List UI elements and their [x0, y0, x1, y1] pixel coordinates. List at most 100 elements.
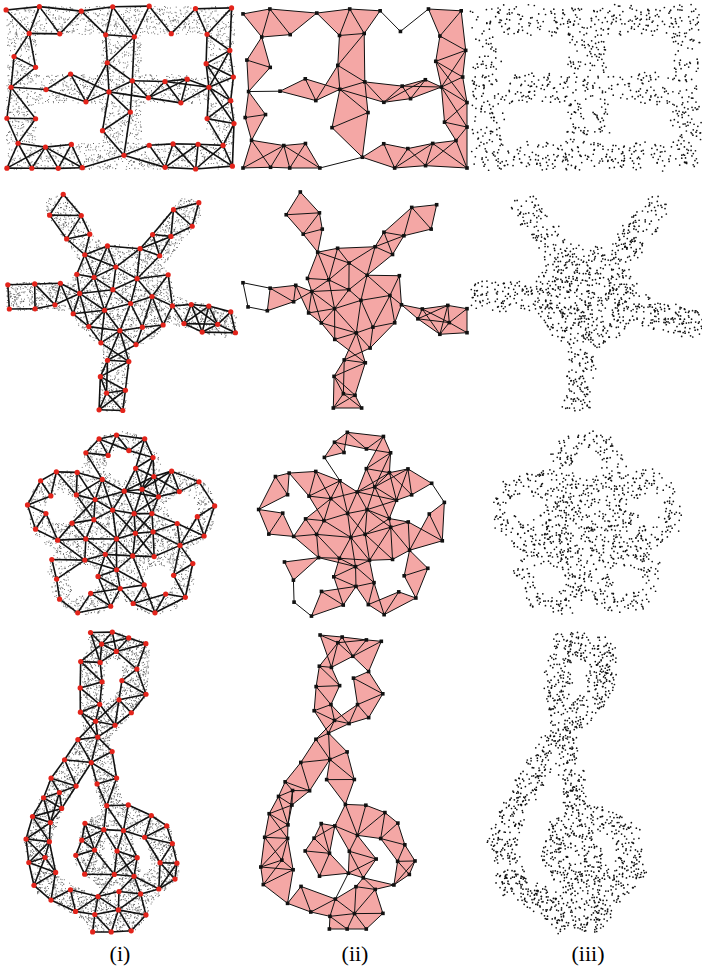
- sample-point: [124, 124, 125, 125]
- sample-point: [164, 9, 165, 10]
- sample-point: [128, 53, 129, 54]
- sample-point: [211, 13, 212, 14]
- sample-point: [9, 69, 10, 70]
- sample-point: [82, 18, 83, 19]
- sample-point: [218, 123, 219, 124]
- sample-point: [107, 141, 108, 142]
- sample-point: [24, 73, 25, 74]
- sample-point: [30, 73, 31, 74]
- sample-point: [112, 167, 113, 168]
- point-cloud-graph: [3, 4, 236, 172]
- sample-point: [146, 158, 147, 159]
- sample-point: [105, 167, 106, 168]
- sample-point: [106, 23, 107, 24]
- sample-point: [66, 31, 67, 32]
- sample-point: [124, 76, 125, 77]
- sample-point: [108, 38, 109, 39]
- sample-point: [118, 114, 119, 115]
- sample-point: [91, 159, 92, 160]
- sample-point: [211, 147, 212, 148]
- sample-point: [222, 103, 223, 104]
- sample-point: [20, 65, 21, 66]
- sample-point: [118, 98, 119, 99]
- sample-point: [17, 133, 18, 134]
- sample-point: [165, 7, 166, 8]
- sample-point: [88, 80, 89, 81]
- sample-point: [103, 79, 104, 80]
- sample-point: [135, 124, 136, 125]
- sample-point: [14, 115, 15, 116]
- sample-point: [213, 139, 214, 140]
- sample-point: [26, 111, 27, 112]
- sample-point: [231, 132, 232, 133]
- sample-point: [108, 36, 109, 37]
- sample-point: [30, 150, 31, 151]
- sample-point: [112, 80, 113, 81]
- sample-point: [229, 120, 230, 121]
- sample-point: [114, 137, 115, 138]
- sample-point: [12, 93, 13, 94]
- sample-point: [40, 29, 41, 30]
- sample-point: [233, 34, 234, 35]
- sample-point: [197, 89, 198, 90]
- sample-point: [142, 146, 143, 147]
- sample-point: [224, 49, 225, 50]
- sample-point: [114, 52, 115, 53]
- sample-point: [7, 88, 8, 89]
- sample-point: [34, 11, 35, 12]
- sample-point: [14, 14, 15, 15]
- sample-point: [139, 130, 140, 131]
- sample-point: [71, 94, 72, 95]
- sample-point: [115, 24, 116, 25]
- sample-point: [29, 12, 30, 13]
- sample-point: [185, 90, 186, 91]
- sample-point: [72, 22, 73, 23]
- sample-point: [126, 20, 127, 21]
- sample-point: [217, 89, 218, 90]
- sample-point: [28, 141, 29, 142]
- sample-point: [16, 32, 17, 33]
- sample-point: [84, 153, 85, 154]
- sample-point: [110, 122, 111, 123]
- sample-point: [27, 135, 28, 136]
- sample-point: [11, 43, 12, 44]
- sample-point: [76, 25, 77, 26]
- sample-point: [146, 156, 147, 157]
- sample-point: [14, 160, 15, 161]
- sample-point: [36, 44, 37, 45]
- sample-point: [36, 166, 37, 167]
- sample-point: [36, 25, 37, 26]
- sample-point: [156, 23, 157, 24]
- sample-point: [23, 46, 24, 47]
- sample-point: [8, 75, 9, 76]
- sample-point: [133, 100, 134, 101]
- sample-point: [232, 42, 233, 43]
- sample-point: [68, 153, 69, 154]
- sample-point: [22, 80, 23, 81]
- sample-point: [219, 125, 220, 126]
- sample-point: [123, 27, 124, 28]
- sample-point: [164, 157, 165, 158]
- sample-point: [22, 19, 23, 20]
- sample-point: [112, 53, 113, 54]
- sample-point: [121, 126, 122, 127]
- sample-point: [26, 46, 27, 47]
- sample-point: [75, 21, 76, 22]
- sample-point: [8, 132, 9, 133]
- sample-point: [116, 21, 117, 22]
- sample-point: [218, 35, 219, 36]
- sample-point: [16, 121, 17, 122]
- sample-point: [37, 99, 38, 100]
- sample-point: [35, 54, 36, 55]
- sample-point: [217, 14, 218, 15]
- sample-point: [166, 76, 167, 77]
- sample-point: [110, 135, 111, 136]
- sample-point: [163, 89, 164, 90]
- sample-point: [42, 87, 43, 88]
- sample-point: [94, 159, 95, 160]
- sample-point: [10, 50, 11, 51]
- sample-point: [89, 169, 90, 170]
- sample-point: [189, 28, 190, 29]
- sample-point: [105, 99, 106, 100]
